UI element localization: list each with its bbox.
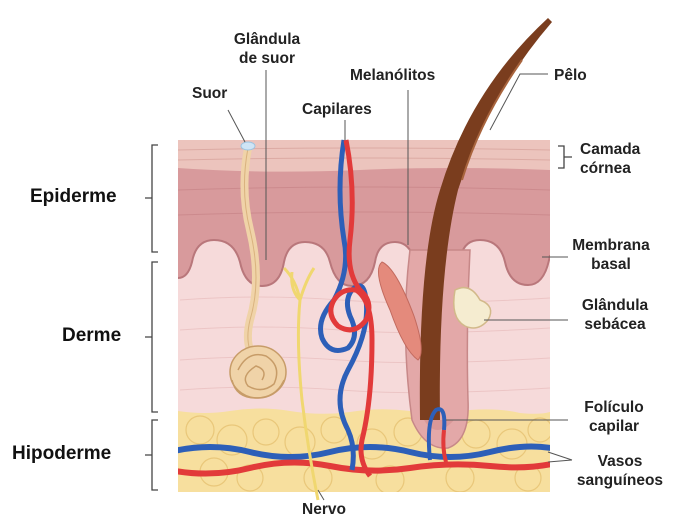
nerve-label: Nervo: [302, 500, 346, 519]
sweat-gland-coil: [230, 346, 286, 398]
blood-vessels-label: Vasos sanguíneos: [570, 452, 670, 490]
stratum-corneum-label: Camada córnea: [580, 140, 640, 178]
sweat-label: Suor: [192, 84, 227, 103]
sweat-droplet: [241, 142, 255, 150]
sebaceous-gland-label: Glândula sebácea: [572, 296, 658, 334]
dermis-label: Derme: [62, 325, 121, 347]
hypodermis-label: Hipoderme: [12, 443, 111, 465]
melanocytes-label: Melanólitos: [350, 66, 435, 85]
hair-follicle-label: Folículo capilar: [574, 398, 654, 436]
hair-label: Pêlo: [554, 66, 587, 85]
sweat-gland-label: Glândula de suor: [222, 30, 312, 68]
epidermis-label: Epiderme: [30, 186, 117, 208]
capillaries-label: Capilares: [302, 100, 372, 119]
basal-membrane-label: Membrana basal: [568, 236, 654, 274]
stratum-corneum-layer: [178, 140, 550, 172]
